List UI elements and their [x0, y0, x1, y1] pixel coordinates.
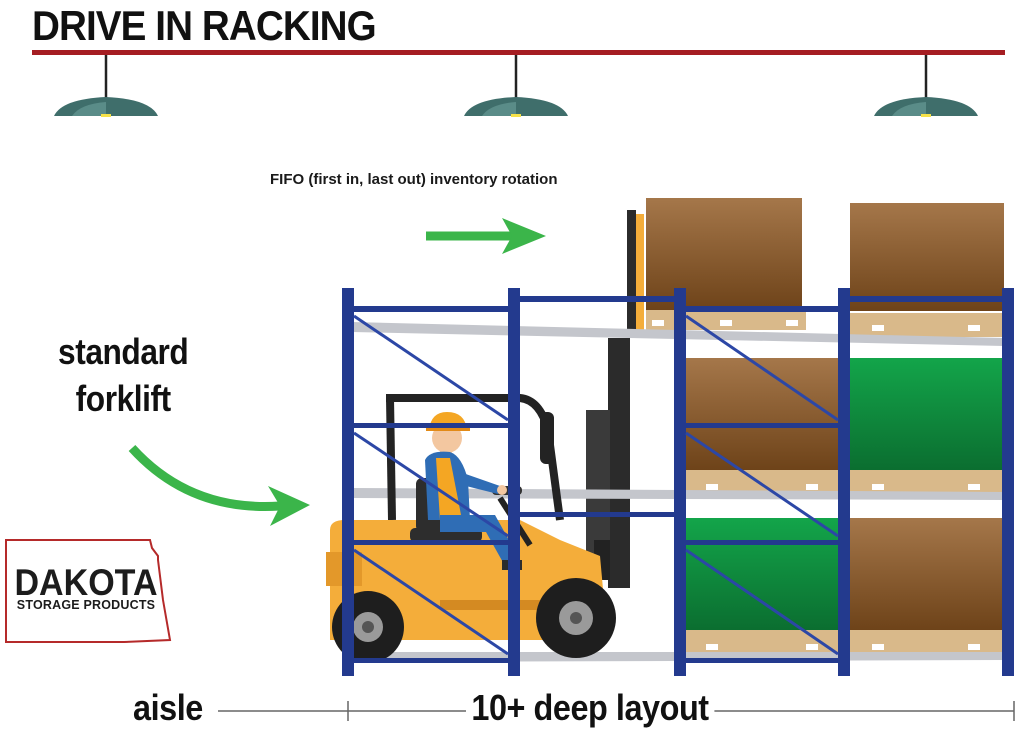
pallet-load [850, 203, 1004, 337]
pallet-load [850, 358, 1004, 492]
rack-frame [342, 288, 1014, 676]
pallet-load [686, 518, 842, 652]
forklift-mast [586, 210, 644, 588]
page-title: DRIVE IN RACKING [32, 2, 377, 49]
rotation-note: FIFO (first in, last out) inventory rota… [270, 171, 558, 188]
pallet-load [850, 518, 1004, 652]
title-rule [32, 50, 1005, 55]
rotation-arrow [426, 218, 546, 254]
logo-name: DAKOTA [14, 562, 158, 603]
forklift [326, 394, 616, 663]
forklift-label: standard forklift [58, 331, 189, 419]
logo-subtitle: STORAGE PRODUCTS [16, 598, 156, 612]
logo-state-outline [5, 539, 172, 643]
aisle-label: aisle [133, 687, 203, 728]
ceiling-lamp [54, 55, 158, 117]
ceiling-lamp [874, 55, 978, 117]
forklift-arrow [128, 444, 310, 526]
ceiling-lamp [464, 55, 568, 117]
layout-label: 10+ deep layout [466, 687, 715, 729]
